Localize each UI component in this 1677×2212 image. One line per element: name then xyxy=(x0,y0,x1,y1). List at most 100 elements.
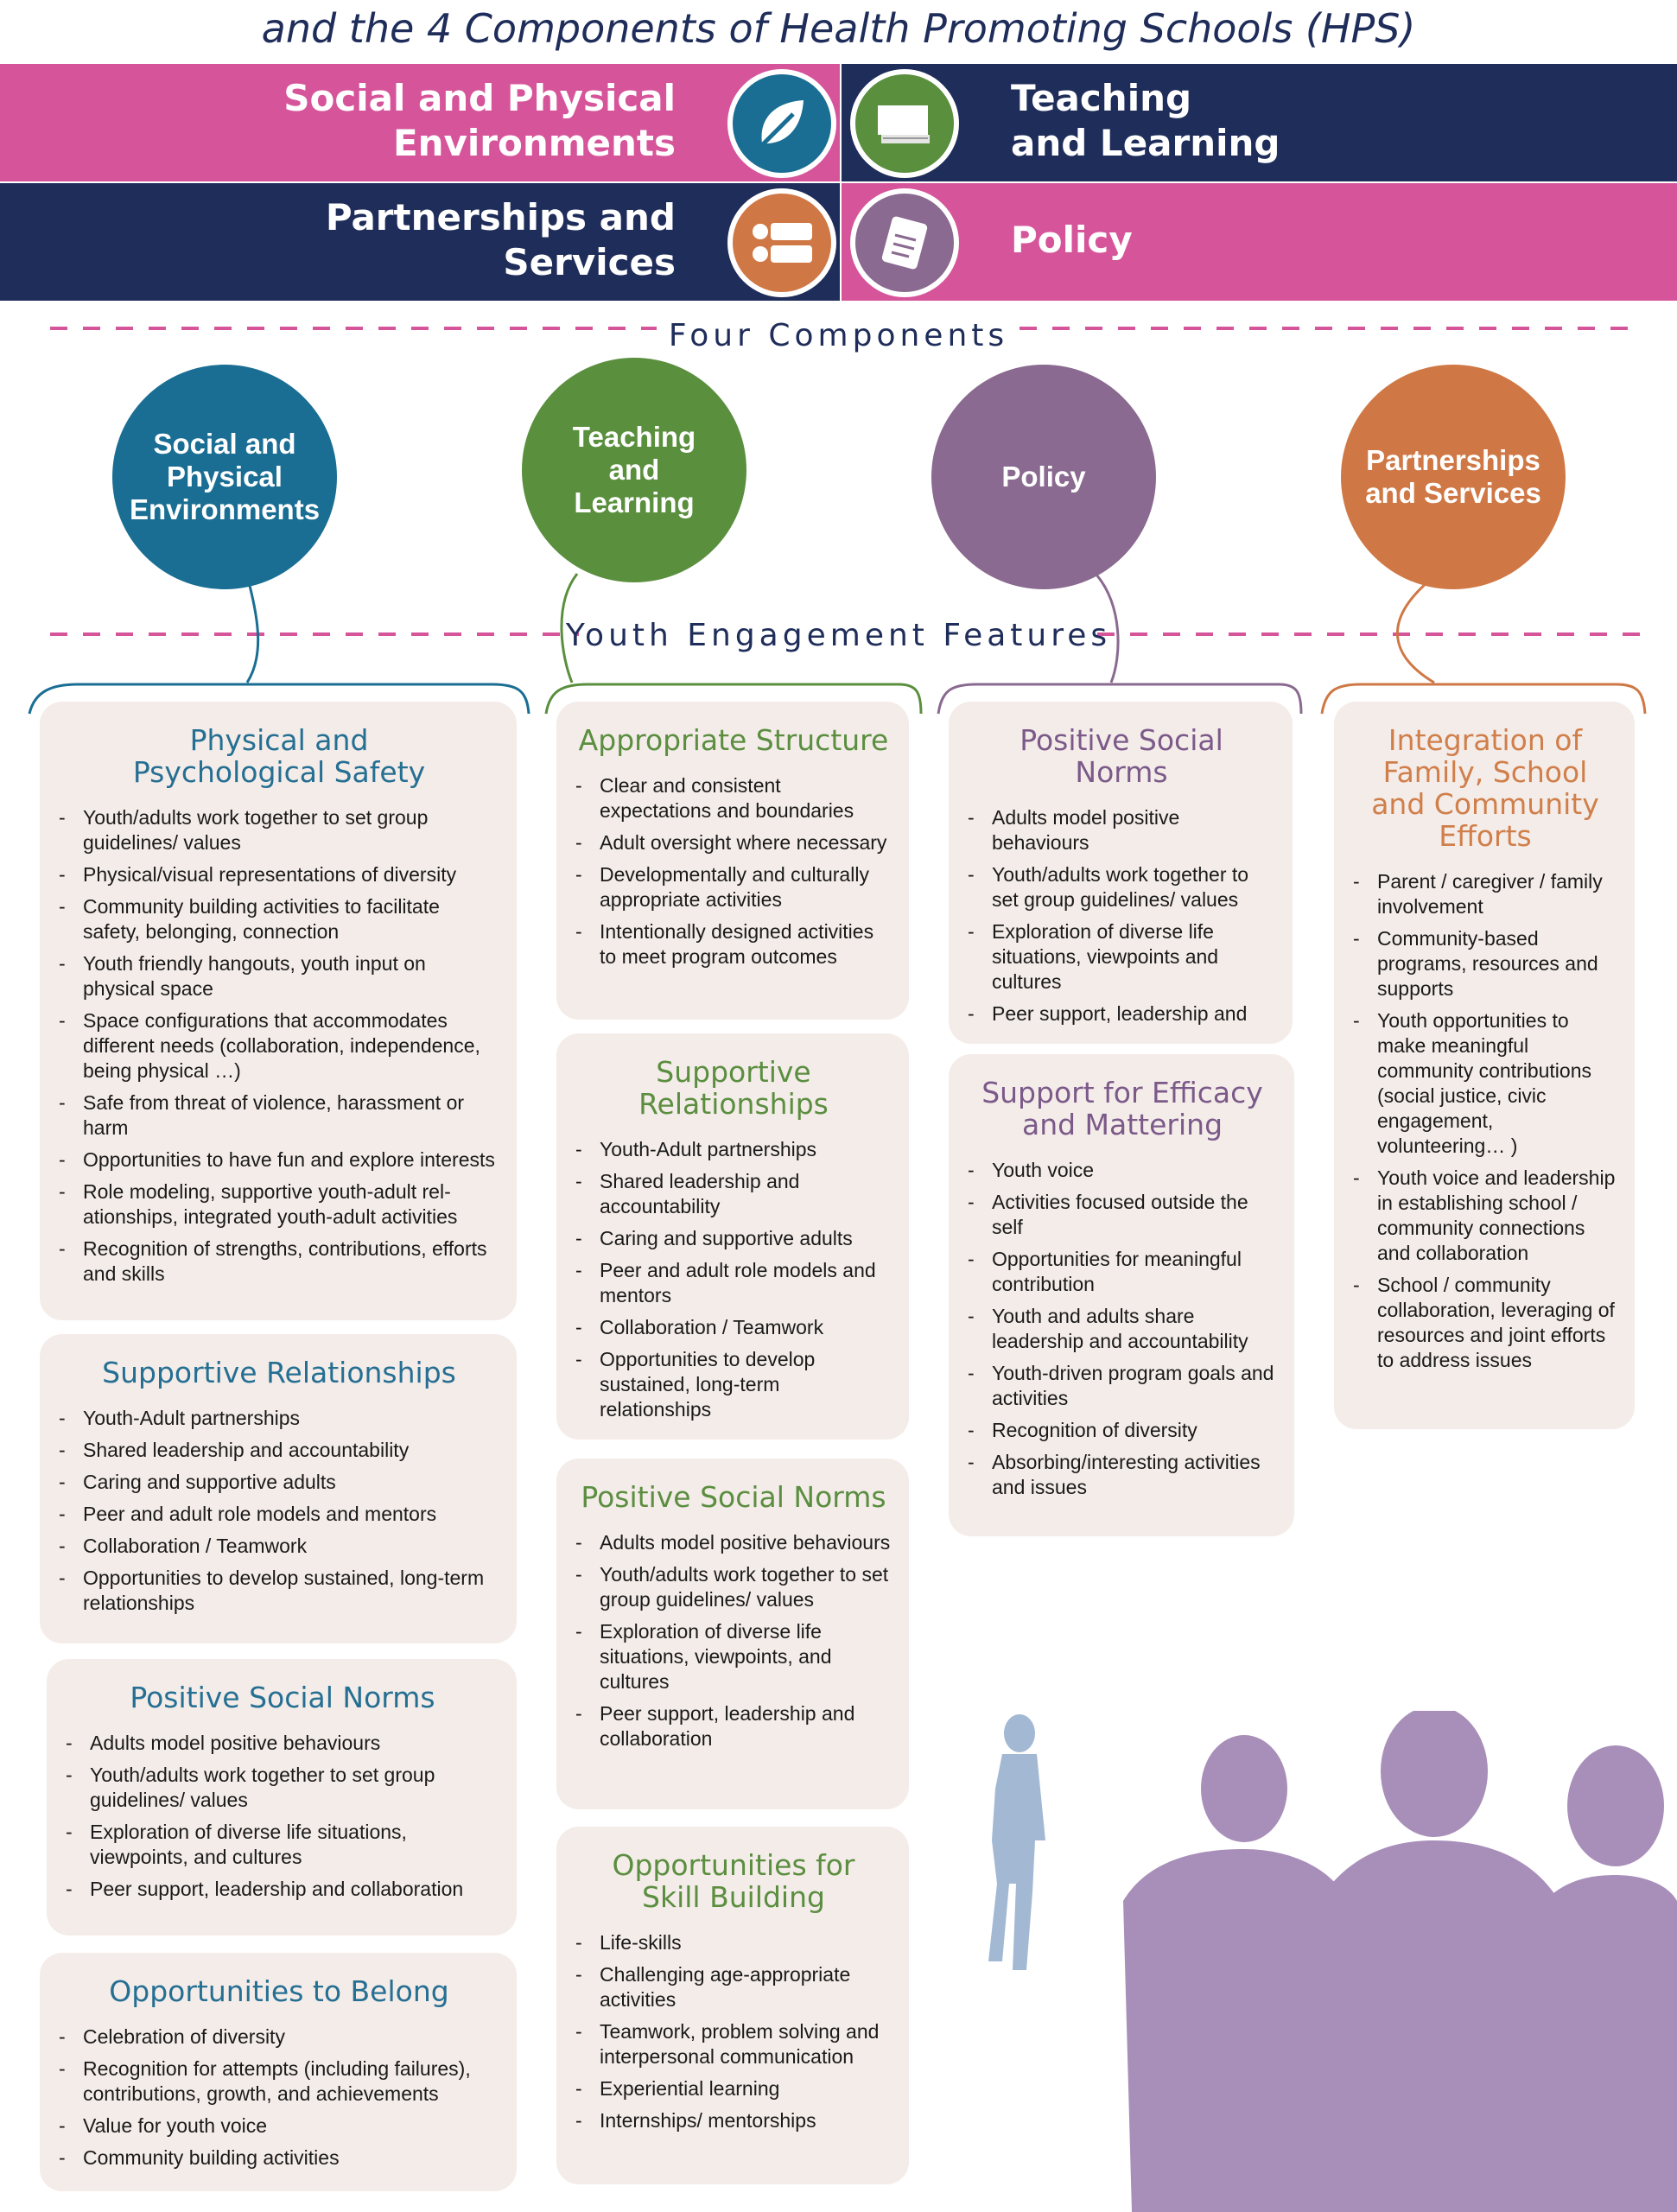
list-item: Developmentally and culturally appropria… xyxy=(575,862,892,912)
card-opportunities-belong: Opportunities to Belong Celebration of d… xyxy=(40,1953,517,2191)
list-item: Activities focused outside the self xyxy=(968,1190,1277,1240)
band-policy: Policy xyxy=(842,183,1677,301)
list-item: Shared leadership and accountability xyxy=(575,1169,892,1219)
list-item: Youth-Adult partnerships xyxy=(575,1137,892,1162)
list-item: Physical/visual representations of diver… xyxy=(59,862,499,887)
dashed-divider-bottom xyxy=(50,632,1642,636)
list-item: Clear and consistent expectations and bo… xyxy=(575,773,892,823)
card-title: Positive Social Norms xyxy=(130,1681,435,1714)
circle-policy-label: Policy xyxy=(1001,461,1086,493)
card-list: Parent / caregiver / family involvementC… xyxy=(1353,869,1617,1373)
list-item: Community building activities to facilit… xyxy=(59,894,499,944)
list-item: Youth and adults share leadership and ac… xyxy=(968,1304,1277,1354)
band-policy-label: Policy xyxy=(1011,219,1133,261)
band-social-physical: Social and Physical Environments xyxy=(0,64,840,181)
list-item: Adult oversight where necessary xyxy=(575,830,892,855)
list-item: Internships/ mentorships xyxy=(575,2108,892,2133)
list-item: Caring and supportive adults xyxy=(575,1226,892,1251)
card-list: Celebration of diversityRecognition for … xyxy=(59,2024,499,2171)
list-item: Recognition of strengths, contributions,… xyxy=(59,1236,499,1287)
list-item: Opportunities to develop sustained, long… xyxy=(575,1347,892,1422)
list-item: Peer and adult role models and mentors xyxy=(575,1258,892,1308)
card-list: Youth/adults work together to set group … xyxy=(59,805,499,1287)
list-item: Opportunities to develop sustained, long… xyxy=(59,1566,499,1616)
list-item: Absorbing/interesting activities and iss… xyxy=(968,1450,1277,1500)
page-title: and the 4 Components of Health Promoting… xyxy=(261,5,1416,52)
list-item: Youth-Adult partnerships xyxy=(59,1406,499,1431)
list-item: Peer and adult role models and mentors xyxy=(59,1502,499,1527)
list-item: Collaboration / Teamwork xyxy=(59,1534,499,1559)
list-item: Space configurations that accommodates d… xyxy=(59,1008,499,1084)
list-item: Challenging age-appropriate activities xyxy=(575,1962,892,2012)
circle-teaching-learning: Teaching and Learning xyxy=(522,358,746,582)
list-item: Recognition of diversity xyxy=(968,1418,1277,1443)
card-appropriate-structure: Appropriate Structure Clear and consiste… xyxy=(556,702,909,1020)
circle-social-label: Social and Physical Environments xyxy=(130,428,321,525)
card-efficacy-mattering: Support for Efficacy and Mattering Youth… xyxy=(949,1054,1294,1536)
card-list: Youth voiceActivities focused outside th… xyxy=(968,1158,1277,1500)
card-positive-social-norms: Positive Social Norms Adults model posit… xyxy=(47,1659,517,1936)
list-item: Exploration of diverse life situations, … xyxy=(66,1820,499,1870)
card-title: Physical and Psychological Safety xyxy=(132,723,426,789)
circle-partnerships: Partnerships and Services xyxy=(1341,365,1566,589)
circle-teaching-label: Teaching and Learning xyxy=(572,421,696,518)
band-partnerships-label: Partnerships and Services xyxy=(325,196,676,283)
list-item: Peer support, leadership and collaborati… xyxy=(575,1701,892,1751)
card-title: Supportive Relationships xyxy=(102,1356,456,1389)
circle-social-physical: Social and Physical Environments xyxy=(112,365,337,589)
card-list: Adults model positive behavioursYouth/ad… xyxy=(968,805,1275,1027)
card-title: Appropriate Structure xyxy=(578,723,889,757)
card-title: Opportunities to Belong xyxy=(109,1974,449,2008)
list-item: Value for youth voice xyxy=(59,2113,499,2139)
list-item: Intentionally designed activities to mee… xyxy=(575,919,892,969)
list-item: Youth/adults work together to set group … xyxy=(968,862,1275,912)
list-item: School / community collaboration, levera… xyxy=(1353,1273,1617,1373)
list-item: Youth/adults work together to set group … xyxy=(575,1562,892,1612)
youth-engagement-label: Youth Engagement Features xyxy=(565,618,1112,653)
card-supportive-relationships-2: Supportive Relationships Youth-Adult par… xyxy=(556,1033,909,1440)
band-social-label: Social and Physical Environments xyxy=(283,77,676,164)
list-item: Experiential learning xyxy=(575,2076,892,2101)
card-list: Adults model positive behavioursYouth/ad… xyxy=(66,1731,499,1902)
list-item: Youth voice and leadership in establishi… xyxy=(1353,1166,1617,1266)
circle-policy: Policy xyxy=(931,365,1156,589)
circle-partnerships-label: Partnerships and Services xyxy=(1365,444,1541,509)
connector-brackets xyxy=(28,573,1647,715)
list-item: Collaboration / Teamwork xyxy=(575,1315,892,1340)
list-item: Safe from threat of violence, harassment… xyxy=(59,1090,499,1141)
card-integration-efforts: Integration of Family, School and Commun… xyxy=(1334,702,1635,1429)
list-item: Community building activities xyxy=(59,2145,499,2171)
card-title: Opportunities for Skill Building xyxy=(612,1848,855,1914)
list-item: Exploration of diverse life situations, … xyxy=(575,1619,892,1694)
list-item: Teamwork, problem solving and interperso… xyxy=(575,2019,892,2069)
list-item: Youth opportunities to make meaningful c… xyxy=(1353,1008,1617,1159)
list-item: Caring and supportive adults xyxy=(59,1470,499,1495)
list-item: Peer support, leadership and collaborati… xyxy=(66,1877,499,1902)
list-item: Peer support, leadership and xyxy=(968,1001,1275,1027)
card-list: Adults model positive behavioursYouth/ad… xyxy=(575,1530,892,1751)
list-item: Exploration of diverse life situations, … xyxy=(968,919,1275,995)
document-icon xyxy=(850,188,959,297)
leaf-icon xyxy=(727,69,836,178)
card-title: Support for Efficacy and Mattering xyxy=(981,1076,1263,1141)
list-item: Adults model positive behaviours xyxy=(66,1731,499,1756)
list-item: Opportunities to have fun and explore in… xyxy=(59,1147,499,1173)
card-title: Integration of Family, School and Commun… xyxy=(1371,723,1599,853)
list-item: Recognition for attempts (including fail… xyxy=(59,2056,499,2107)
card-list: Youth-Adult partnershipsShared leadershi… xyxy=(59,1406,499,1616)
card-positive-social-norms-2: Positive Social Norms Adults model posit… xyxy=(556,1459,909,1809)
list-item: Life-skills xyxy=(575,1930,892,1955)
list-item: Youth/adults work together to set group … xyxy=(59,805,499,855)
band-teaching: Teaching and Learning xyxy=(842,64,1677,181)
list-item: Adults model positive behaviours xyxy=(968,805,1275,855)
card-skill-building: Opportunities for Skill Building Life-sk… xyxy=(556,1827,909,2184)
list-item: Celebration of diversity xyxy=(59,2024,499,2050)
card-supportive-relationships: Supportive Relationships Youth-Adult par… xyxy=(40,1334,517,1643)
list-item: Shared leadership and accountability xyxy=(59,1438,499,1463)
list-item: Community-based programs, resources and … xyxy=(1353,926,1617,1001)
card-physical-safety: Physical and Psychological Safety Youth/… xyxy=(40,702,517,1320)
list-item: Parent / caregiver / family involvement xyxy=(1353,869,1617,919)
card-positive-social-norms-3: Positive Social Norms Adults model posit… xyxy=(949,702,1293,1044)
list-item: Role modeling, supportive youth-adult re… xyxy=(59,1179,499,1230)
list-item: Youth voice xyxy=(968,1158,1277,1183)
